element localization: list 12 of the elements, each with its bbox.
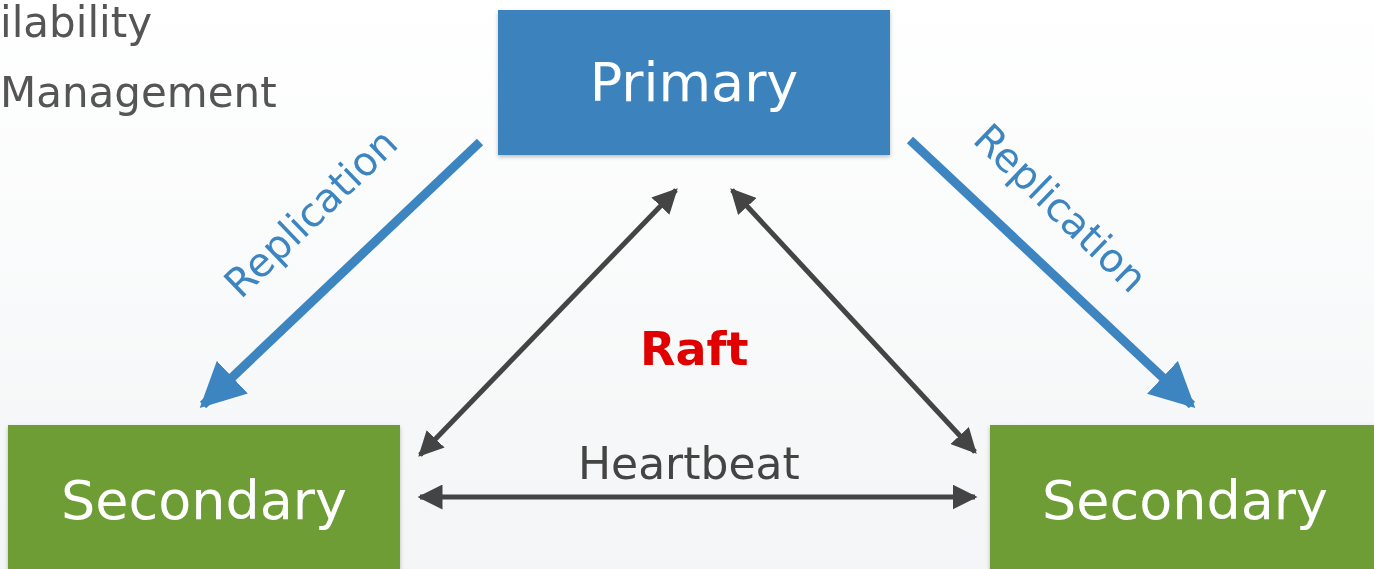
arrow — [418, 188, 678, 457]
heading-text: ilability — [0, 2, 153, 44]
protocol-label: Raft — [640, 322, 749, 376]
heading-text: Management — [0, 72, 277, 114]
arrow — [199, 138, 484, 409]
arrow — [906, 136, 1196, 409]
arrow — [417, 484, 978, 510]
edge-label: Heartbeat — [578, 438, 800, 489]
node-box: Primary — [498, 10, 890, 155]
arrow — [730, 188, 977, 454]
node-box: Secondary — [8, 425, 400, 569]
node-box: Secondary — [990, 425, 1374, 569]
